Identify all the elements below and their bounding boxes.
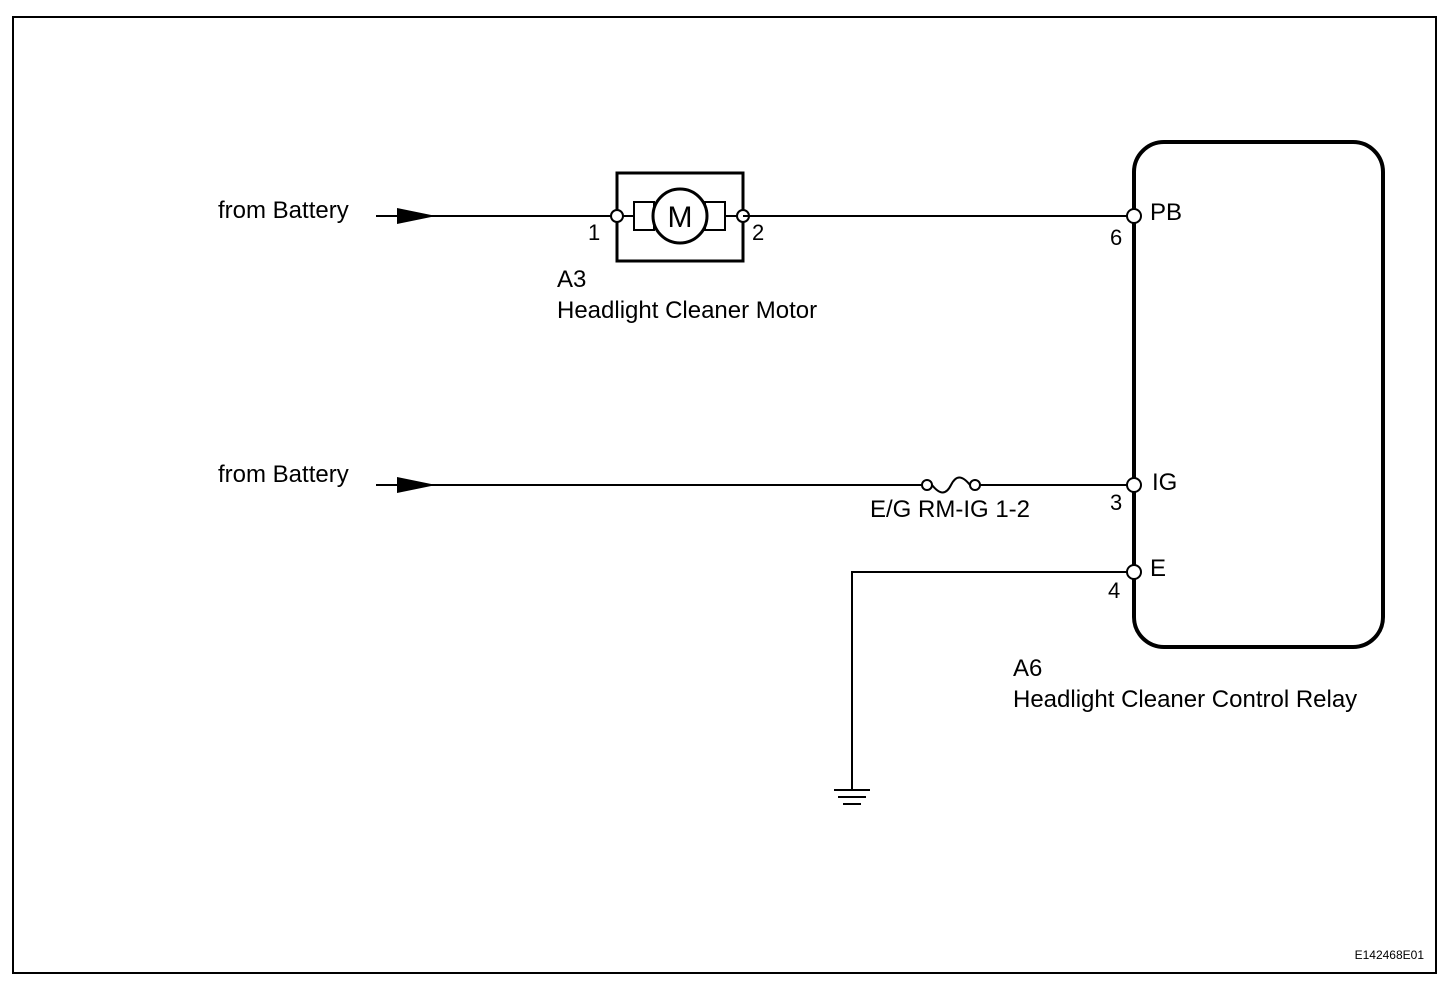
relay-body — [1132, 140, 1385, 649]
motor-pin-1-label: 1 — [588, 220, 600, 245]
motor-code-label: A3 — [557, 266, 586, 293]
relay-terminal-e — [1126, 564, 1142, 580]
ground-symbol-icon — [834, 789, 870, 805]
relay-terminal-e-name: E — [1150, 555, 1166, 582]
relay-terminal-e-pin: 4 — [1108, 578, 1120, 603]
arrow-right-icon — [397, 477, 436, 493]
relay-terminal-pb — [1126, 208, 1142, 224]
relay-terminal-ig — [1126, 477, 1142, 493]
motor-icon — [651, 187, 709, 245]
motor-terminal-1 — [610, 209, 624, 223]
relay-terminal-ig-name: IG — [1152, 469, 1177, 496]
relay-terminal-pb-pin: 6 — [1110, 225, 1122, 250]
motor-name-label: Headlight Cleaner Motor — [557, 297, 817, 324]
diagram-frame — [12, 16, 1437, 974]
relay-terminal-pb-name: PB — [1150, 199, 1182, 226]
headlight-cleaner-motor: M — [610, 171, 750, 263]
ground-wire — [851, 571, 1127, 790]
battery-input-bottom-label: from Battery — [218, 461, 349, 488]
fuse-label: E/G RM-IG 1-2 — [870, 496, 1030, 523]
relay-terminal-ig-pin: 3 — [1110, 490, 1122, 515]
relay-code-label: A6 — [1013, 655, 1042, 682]
relay-name-label: Headlight Cleaner Control Relay — [1013, 686, 1357, 713]
motor-pin-2-label: 2 — [752, 220, 764, 245]
arrow-right-icon — [397, 208, 436, 224]
figure-id: E142468E01 — [1355, 948, 1425, 962]
fuse-icon — [921, 476, 981, 494]
motor-symbol: M — [668, 201, 693, 234]
battery-input-top-label: from Battery — [218, 197, 349, 224]
motor-brush-left — [633, 201, 655, 231]
